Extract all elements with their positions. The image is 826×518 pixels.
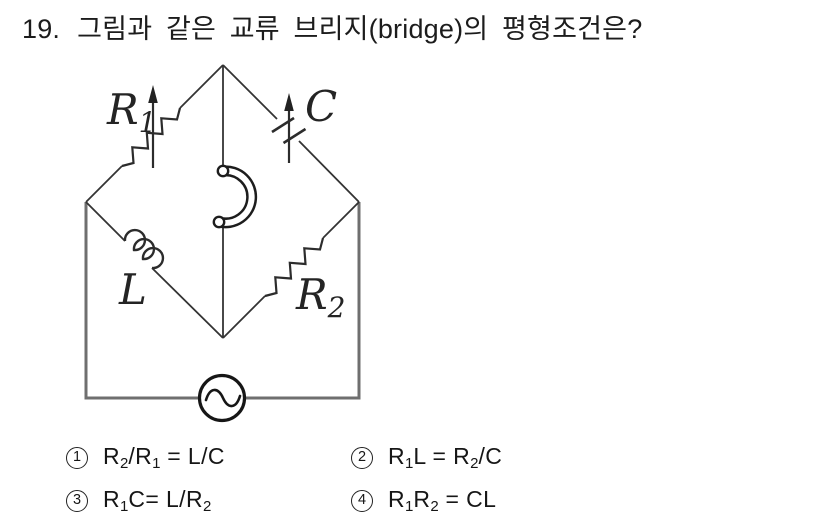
option-1-formula: R2/R1 = L/C: [103, 443, 225, 472]
option-3-number: 3: [66, 489, 88, 512]
option-1-number: 1: [66, 446, 88, 469]
option-3: 3 R1C= L/R2: [66, 486, 351, 515]
label-r1: R1: [106, 85, 156, 139]
option-4-number: 4: [351, 489, 373, 512]
c-plate-bottom: [282, 127, 307, 145]
option-2-number: 2: [351, 446, 373, 469]
answer-options: 1 R2/R1 = L/C 2 R1L = R2/C 3 R1C= L/R2 4…: [66, 443, 502, 515]
question-title: 19. 그림과 같은 교류 브리지(bridge)의 평형조건은?: [22, 7, 642, 46]
resistor-r1: [121, 85, 182, 168]
question-text: 그림과 같은 교류 브리지(bridge)의 평형조건은?: [77, 14, 643, 44]
bridge-wires: [85, 64, 360, 339]
option-1: 1 R2/R1 = L/C: [66, 443, 351, 472]
capacitor-c: [271, 93, 307, 163]
c-arrowhead: [284, 93, 294, 111]
label-c: C: [305, 82, 337, 131]
option-4: 4 R1R2 = CL: [351, 486, 502, 515]
ac-source: [197, 373, 247, 423]
sine-wave-icon: [204, 388, 242, 408]
option-2: 2 R1L = R2/C: [351, 443, 502, 472]
c-plate-top: [271, 116, 295, 134]
r1-arrowhead: [148, 85, 158, 103]
detector-headphone: [212, 164, 258, 229]
option-3-formula: R1C= L/R2: [103, 486, 212, 515]
option-2-formula: R1L = R2/C: [388, 443, 503, 472]
circuit-diagram: R1 C L R2: [84, 64, 361, 423]
resistor-r2: [264, 237, 325, 298]
inductor-l: [123, 228, 165, 270]
label-r2: R2: [295, 270, 345, 324]
option-4-formula: R1R2 = CL: [388, 486, 497, 515]
label-l: L: [118, 265, 147, 314]
question-number: 19.: [22, 14, 61, 44]
